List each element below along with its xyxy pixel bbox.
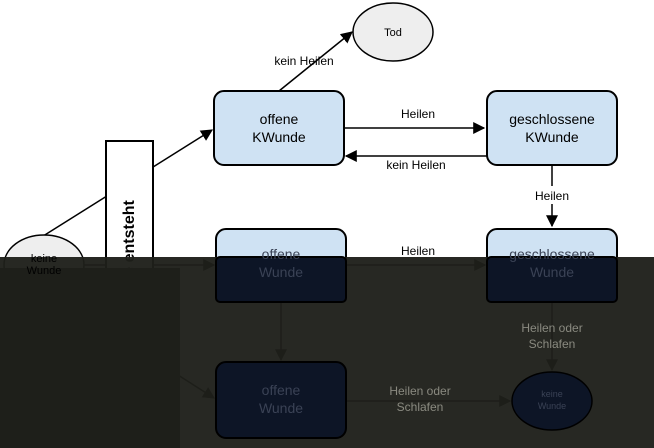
node-offene-kwunde-label-2: KWunde <box>252 129 306 145</box>
node-offene-wunde-label-1: offene <box>262 246 301 262</box>
node-geschlossene-wunde-dark-part <box>486 256 618 303</box>
edge-label-heilen-top: Heilen <box>401 107 435 121</box>
node-keine-wunde-end <box>511 371 593 431</box>
edge-label-heilen-down-bg <box>528 186 576 204</box>
edge-offene-kwunde-to-tod <box>278 31 353 92</box>
node-offene-wunde-lower <box>215 361 347 439</box>
node-geschlossene-kwunde <box>486 90 618 166</box>
dark-overlay-left <box>0 268 180 448</box>
node-geschlossene-wunde-label-1: geschlossene <box>509 246 595 262</box>
node-tod <box>352 2 434 62</box>
edge-label-kein-heilen-tod: kein Heilen <box>274 54 333 68</box>
node-geschlossene-kwunde-label-2: KWunde <box>525 129 579 145</box>
edge-label-heilen-oder-schlafen-bottom-2: Schlafen <box>397 400 444 414</box>
node-geschlossene-wunde-label-2: Wunde <box>530 264 574 280</box>
node-keine-wunde-end-label-2: Wunde <box>538 401 566 411</box>
edge-label-heilen-down: Heilen <box>535 189 569 203</box>
edge-label-heilen-oder-schlafen-bottom-1: Heilen oder <box>389 384 450 398</box>
node-offene-wunde-lower-label-2: Wunde <box>259 400 303 416</box>
node-keine-wunde-end-label-1: keine <box>541 389 563 399</box>
edge-label-heilen-oder-schlafen-right-1: Heilen oder <box>521 321 582 335</box>
node-offene-kwunde <box>213 90 345 166</box>
node-offene-kwunde-label-1: offene <box>260 111 299 127</box>
node-offene-wunde-label-2: Wunde <box>259 264 303 280</box>
node-offene-wunde-lower-label-1: offene <box>262 382 301 398</box>
node-tod-label: Tod <box>384 27 402 39</box>
edge-label-kein-heilen-back: kein Heilen <box>386 158 445 172</box>
node-keine-wunde-start-label-1: keine <box>31 253 57 265</box>
node-keine-wunde-start-label-2: Wunde <box>27 265 62 277</box>
node-offene-wunde-dark-part <box>215 256 347 303</box>
node-geschlossene-kwunde-label-1: geschlossene <box>509 111 595 127</box>
edge-label-heilen-mid: Heilen <box>401 244 435 258</box>
edge-label-heilen-oder-schlafen-right-2: Schlafen <box>529 337 576 351</box>
